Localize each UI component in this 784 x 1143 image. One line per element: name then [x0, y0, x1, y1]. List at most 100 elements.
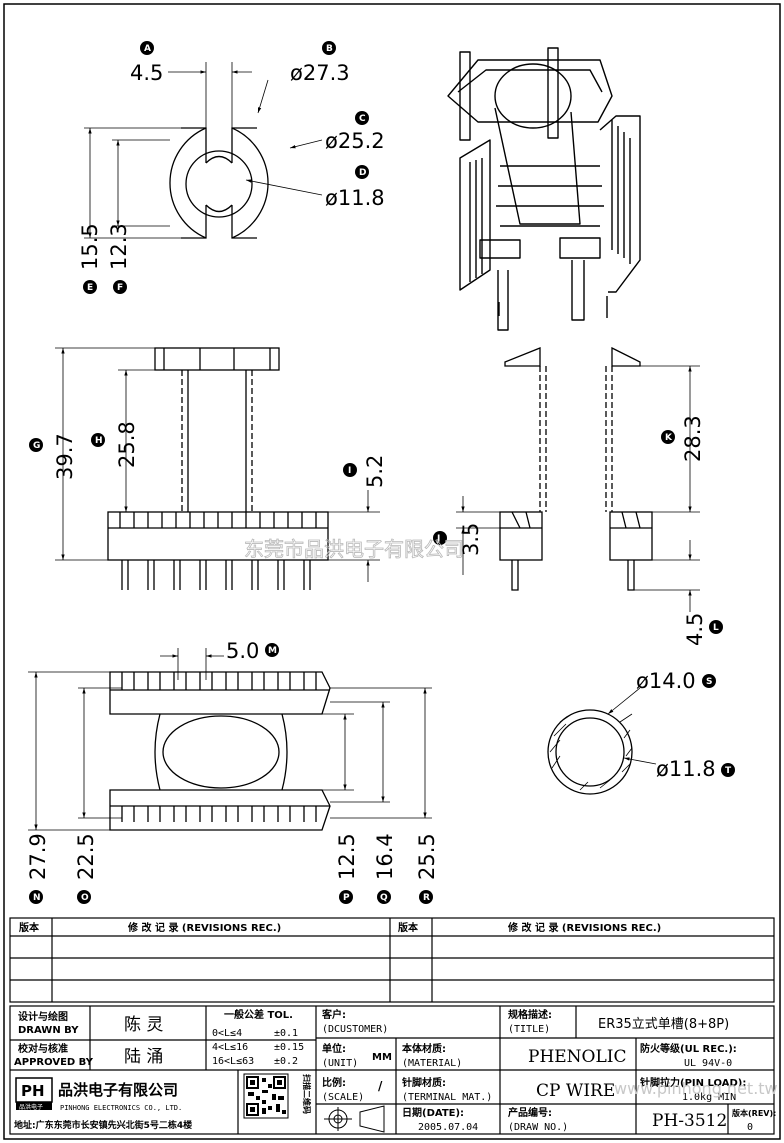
marker-e-icon: E — [83, 280, 97, 294]
designed-label-cn: 设计与绘图 — [18, 1010, 68, 1023]
qr-code-icon — [243, 1073, 289, 1119]
dim-c: ø25.2 — [325, 129, 385, 153]
pinload-label: 针脚拉力(PIN LOAD): — [640, 1076, 746, 1089]
pinload-value: 1.0kg MIN — [682, 1092, 736, 1103]
date-label: 日期(DATE): — [402, 1106, 464, 1119]
dim-e: 15.5 — [78, 223, 102, 270]
dim-o: 22.5 — [74, 833, 98, 880]
svg-text:F: F — [117, 283, 123, 293]
marker-b-icon: B — [322, 41, 336, 55]
svg-text:M: M — [268, 646, 277, 656]
dim-k: 28.3 — [681, 415, 705, 462]
dim-i: 5.2 — [363, 455, 387, 488]
bottom-view — [28, 648, 432, 831]
dim-h: 25.8 — [115, 421, 139, 468]
dim-g: 39.7 — [53, 433, 77, 480]
sheet-border — [3, 3, 781, 1140]
marker-k-icon: K — [661, 430, 675, 444]
svg-text:D: D — [359, 168, 366, 178]
svg-text:Q: Q — [380, 893, 388, 903]
isometric-view — [447, 47, 641, 331]
approver-name: 陆 涌 — [124, 1047, 163, 1067]
svg-text:P: P — [343, 893, 350, 903]
tol-range-3: 16<L≤63 — [212, 1056, 254, 1067]
revision-table — [9, 917, 775, 1003]
terminal-label-en: (TERMINAL MAT.) — [402, 1092, 492, 1103]
marker-o-icon: O — [77, 890, 91, 904]
approved-label-cn: 校对与核准 — [18, 1042, 68, 1055]
svg-text:J: J — [436, 534, 440, 544]
spec-value: ER35立式单槽(8+8P) — [598, 1017, 729, 1032]
rev-col-record-left: 修 改 记 录 (REVISIONS REC.) — [127, 921, 281, 934]
marker-m-icon: M — [265, 643, 279, 657]
spec-label-cn: 规格描述: — [508, 1008, 552, 1021]
marker-d-icon: D — [355, 165, 369, 179]
svg-text:O: O — [81, 893, 89, 903]
svg-text:K: K — [665, 433, 673, 443]
dim-s: ø14.0 — [636, 669, 696, 693]
drawno-label-cn: 产品编号: — [508, 1106, 552, 1119]
terminal-label-cn: 针脚材质: — [402, 1076, 446, 1089]
tol-range-1: 0<L≤4 — [212, 1028, 242, 1039]
dim-f: 12.3 — [107, 223, 131, 270]
unit-label-en: (UNIT) — [322, 1058, 358, 1069]
dim-b: ø27.3 — [290, 61, 350, 85]
marker-t-icon: T — [721, 763, 735, 777]
dim-l: 4.5 — [683, 613, 707, 646]
marker-j-icon: J — [433, 531, 447, 545]
svg-text:H: H — [95, 436, 103, 446]
tube-view — [547, 687, 657, 795]
side-view — [456, 346, 700, 612]
title-block-grid — [9, 1005, 775, 1135]
dim-j: 3.5 — [459, 523, 483, 556]
svg-text:B: B — [326, 44, 333, 54]
tol-value-1: ±0.1 — [274, 1028, 298, 1039]
company-address: 地址:广东东莞市长安镇先兴北街5号二栋4楼 — [14, 1119, 192, 1131]
tol-value-3: ±0.2 — [274, 1056, 298, 1067]
customer-label-cn: 客户: — [321, 1008, 346, 1021]
dim-a: 4.5 — [130, 61, 163, 85]
svg-text:N: N — [33, 893, 41, 903]
tol-value-2: ±0.15 — [274, 1042, 304, 1053]
rev-col-version-right: 版本 — [398, 921, 419, 934]
marker-g-icon: G — [29, 438, 43, 452]
designer-name: 陈 灵 — [124, 1015, 163, 1035]
drawno-value: PH-3512 — [652, 1111, 727, 1131]
company-name-cn: 品洪电子有限公司 — [58, 1081, 178, 1099]
svg-text:R: R — [423, 893, 430, 903]
dim-d: ø11.8 — [325, 186, 385, 210]
dim-n: 27.9 — [26, 833, 50, 880]
scale-value: / — [378, 1079, 383, 1093]
drawno-label-en: (DRAW NO.) — [508, 1122, 568, 1133]
customer-label-en: (DCUSTOMER) — [322, 1024, 388, 1035]
watermark-url: www.pinhong.net.tw — [614, 1079, 778, 1098]
svg-text:C: C — [359, 114, 366, 124]
svg-text:品洪电子: 品洪电子 — [19, 1103, 43, 1111]
dim-t: ø11.8 — [656, 757, 716, 781]
rev-label: 版本(REV): — [731, 1108, 776, 1118]
ul-value: UL 94V-0 — [684, 1058, 732, 1069]
spec-label-en: (TITLE) — [508, 1024, 550, 1035]
svg-text:A: A — [144, 44, 151, 54]
svg-text:T: T — [725, 766, 732, 776]
terminal-value: CP WIRE — [536, 1081, 615, 1101]
tolerance-title: 一般公差 TOL. — [224, 1008, 293, 1021]
svg-text:S: S — [706, 677, 712, 687]
svg-text:I: I — [348, 466, 351, 476]
dim-q: 16.4 — [373, 833, 397, 880]
unit-label-cn: 单位: — [322, 1042, 346, 1055]
marker-q-icon: Q — [377, 890, 391, 904]
unit-value: MM — [372, 1052, 392, 1063]
company-name-en: PINHONG ELECTRONICS CO., LTD. — [60, 1104, 182, 1112]
marker-i-icon: I — [343, 463, 357, 477]
svg-text:PH: PH — [21, 1082, 45, 1100]
material-value: PHENOLIC — [528, 1047, 627, 1067]
designed-label-en: DRAWN BY — [18, 1025, 79, 1036]
top-view — [84, 62, 323, 239]
marker-r-icon: R — [419, 890, 433, 904]
front-view — [55, 347, 380, 590]
tol-range-2: 4<L≤16 — [212, 1042, 248, 1053]
marker-h-icon: H — [91, 433, 105, 447]
qr-caption: 扫描二维码 — [302, 1074, 312, 1114]
